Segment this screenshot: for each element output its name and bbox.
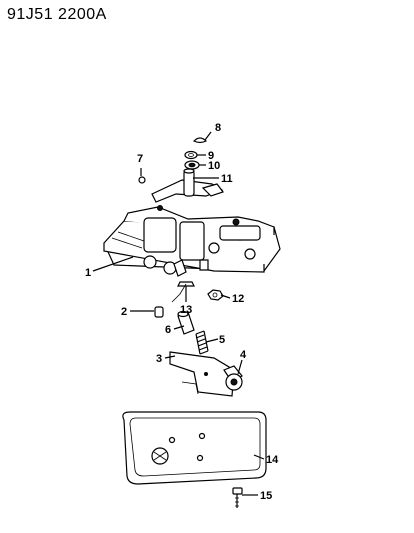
part-10-seal bbox=[184, 160, 200, 170]
part-5-spring bbox=[195, 330, 209, 355]
part-14-filter bbox=[122, 411, 267, 485]
callout-5: 5 bbox=[219, 334, 225, 346]
part-1-valve-body bbox=[103, 205, 281, 277]
callout-1: 1 bbox=[85, 267, 91, 279]
diagram-code: 91J51 2200A bbox=[7, 6, 107, 23]
callout-15: 15 bbox=[260, 490, 272, 502]
part-6-valve bbox=[177, 310, 195, 335]
part-2-plug bbox=[154, 306, 164, 318]
callout-12: 12 bbox=[232, 293, 244, 305]
part-4-screw bbox=[223, 365, 243, 391]
callout-10: 10 bbox=[208, 160, 220, 172]
part-8-clip bbox=[192, 137, 208, 144]
part-15-screw bbox=[232, 487, 243, 508]
part-3-bracket bbox=[169, 351, 235, 397]
leader-lines bbox=[92, 131, 265, 496]
part-12-nut bbox=[207, 289, 224, 301]
part-9-washer bbox=[184, 150, 198, 160]
callout-4: 4 bbox=[240, 349, 247, 361]
part-7-ball bbox=[138, 176, 146, 184]
callout-9: 9 bbox=[208, 150, 214, 162]
callout-2: 2 bbox=[121, 306, 127, 318]
callout-6: 6 bbox=[165, 324, 171, 336]
part-11-lever bbox=[151, 168, 224, 203]
callout-7: 7 bbox=[137, 153, 143, 165]
callout-11: 11 bbox=[221, 173, 233, 185]
callout-13: 13 bbox=[180, 304, 192, 316]
callout-14: 14 bbox=[266, 454, 279, 466]
callout-3: 3 bbox=[156, 353, 162, 365]
callout-8: 8 bbox=[215, 122, 221, 134]
